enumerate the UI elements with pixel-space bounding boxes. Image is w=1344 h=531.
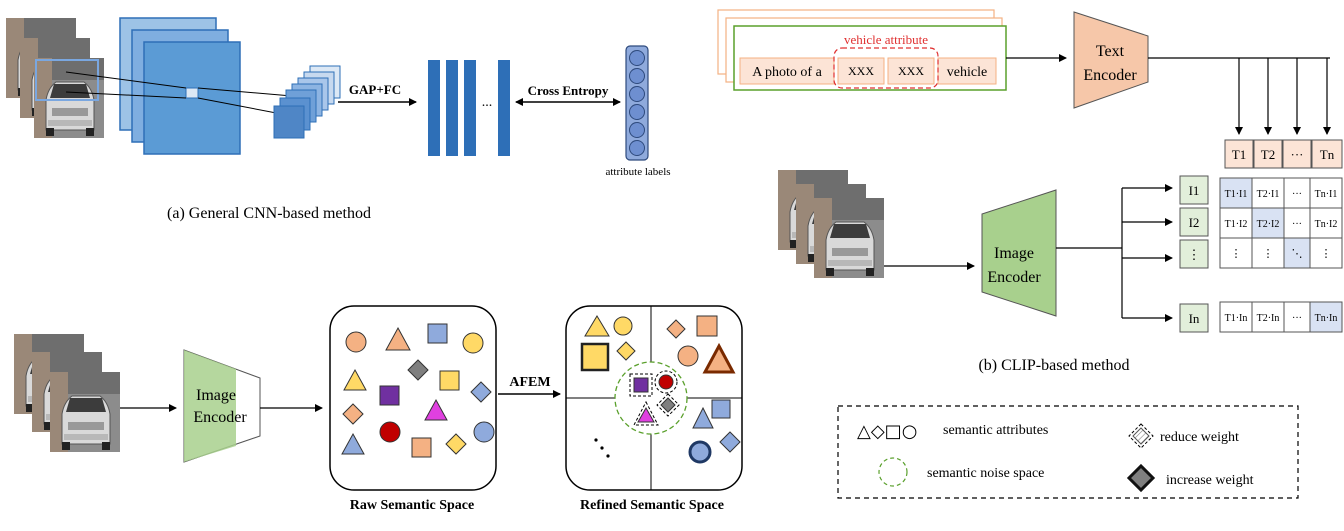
attribute-label-column (625, 45, 649, 161)
afem-label: AFEM (509, 375, 550, 390)
matrix-cell: ··· (1292, 313, 1302, 324)
text-feature-tn: Tn (1320, 147, 1335, 162)
matrix-cell: T2·In (1257, 313, 1280, 324)
matrix-cell: ⋮ (1321, 248, 1332, 260)
gap-fc-label: GAP+FC (349, 82, 401, 97)
raw-semantic-shapes (341, 323, 495, 458)
matrix-cell: ⋮ (1263, 248, 1274, 260)
caption-a: (a) General CNN-based method (167, 205, 371, 222)
matrix-cell: T2·I2 (1257, 219, 1280, 230)
matrix-cell: T1·I2 (1225, 219, 1248, 230)
image-feature-dots: ⋮ (1188, 247, 1201, 262)
matrix-cell: ⋮ (1231, 248, 1242, 260)
semantic-noise-circle (614, 361, 688, 435)
fc-ellipsis: ... (482, 95, 493, 110)
text-features (1224, 139, 1343, 169)
image-encoder-c-fill (184, 350, 236, 462)
matrix-row-2: T1·I2 T2·I2 ··· Tn·I2 (1219, 207, 1343, 239)
refined-space-label: Refined Semantic Space (580, 498, 724, 513)
text-encoder-label-1: Text (1096, 43, 1125, 60)
image-encoder-b-label-1: Image (994, 245, 1034, 262)
legend: △◇□○ semantic attributes semantic noise … (837, 405, 1299, 499)
legend-noise-circle (878, 457, 908, 487)
matrix-cell: Tn·In (1315, 313, 1338, 324)
image-feature-in: In (1189, 311, 1200, 326)
input-vehicle-images-a (6, 18, 104, 138)
image-encoder-c-label-2: Encoder (193, 409, 247, 426)
image-encoder-b (981, 189, 1057, 317)
legend-increase-weight: increase weight (1166, 473, 1254, 488)
matrix-row-1: T1·I1 T2·I1 ··· Tn·I1 (1219, 177, 1343, 209)
similarity-matrix: T1·I1 T2·I1 ··· Tn·I1 T1·I2 T2·I2 ··· Tn… (1219, 177, 1343, 333)
legend-box (837, 405, 1299, 499)
prompt-stack (717, 9, 1007, 91)
legend-shapes-glyphs: △◇□○ (857, 421, 917, 442)
prompt-token-2: XXX (898, 64, 924, 78)
legend-reduce-weight-icon (1128, 423, 1154, 449)
text-feature-t1: T1 (1232, 147, 1246, 162)
text-feature-dots: ··· (1291, 147, 1304, 162)
matrix-cell: ⋱ (1292, 248, 1303, 260)
image-feature-branches (1056, 184, 1173, 322)
refined-ellipsis-dots (594, 438, 610, 458)
text-feature-branches (1148, 57, 1331, 135)
small-feature-stack (273, 65, 341, 139)
matrix-cell: Tn·I2 (1315, 219, 1338, 230)
text-feature-t2: T2 (1261, 147, 1275, 162)
caption-b: (b) CLIP-based method (978, 357, 1129, 374)
prompt-prefix: A photo of a (752, 65, 822, 80)
panel-c: Image Encoder Raw Semantic Space AFEM (14, 305, 743, 513)
fc-layers (428, 60, 510, 156)
refined-semantic-shapes (580, 315, 741, 464)
matrix-cell: T1·In (1225, 313, 1248, 324)
input-vehicle-images-b (778, 170, 884, 278)
panel-a: GAP+FC ... Cross Entropy attribute label… (6, 17, 671, 222)
raw-space-label: Raw Semantic Space (350, 498, 474, 513)
cross-entropy-label: Cross Entropy (528, 83, 609, 98)
matrix-cell: ··· (1292, 219, 1302, 230)
attribute-labels-caption: attribute labels (605, 166, 670, 178)
prompt-token-1: XXX (848, 64, 874, 78)
panel-b: vehicle attribute A photo of a XXX XXX v… (717, 9, 1343, 374)
legend-semantic-attributes: semantic attributes (943, 423, 1048, 438)
legend-reduce-weight: reduce weight (1160, 430, 1239, 445)
image-features (1179, 175, 1209, 333)
image-feature-i2: I2 (1189, 215, 1200, 230)
vehicle-attribute-label: vehicle attribute (844, 32, 928, 47)
image-feature-i1: I1 (1189, 183, 1200, 198)
matrix-cell: T1·I1 (1225, 189, 1248, 200)
legend-increase-weight-icon (1126, 463, 1156, 493)
input-vehicle-images-c (14, 334, 120, 452)
cnn-feature-maps (119, 17, 241, 155)
text-encoder (1073, 11, 1149, 109)
matrix-row-4: T1·In T2·In ··· Tn·In (1219, 301, 1343, 333)
matrix-cell: ··· (1292, 189, 1302, 200)
matrix-cell: T2·I1 (1257, 189, 1280, 200)
prompt-suffix: vehicle (947, 65, 987, 80)
image-encoder-b-label-2: Encoder (987, 269, 1041, 286)
text-encoder-label-2: Encoder (1083, 67, 1137, 84)
legend-semantic-noise-space: semantic noise space (927, 466, 1044, 481)
matrix-row-3: ⋮ ⋮ ⋱ ⋮ (1219, 237, 1343, 269)
image-encoder-c-label-1: Image (196, 387, 236, 404)
noise-shapes (629, 370, 680, 426)
matrix-cell: Tn·I1 (1315, 189, 1338, 200)
